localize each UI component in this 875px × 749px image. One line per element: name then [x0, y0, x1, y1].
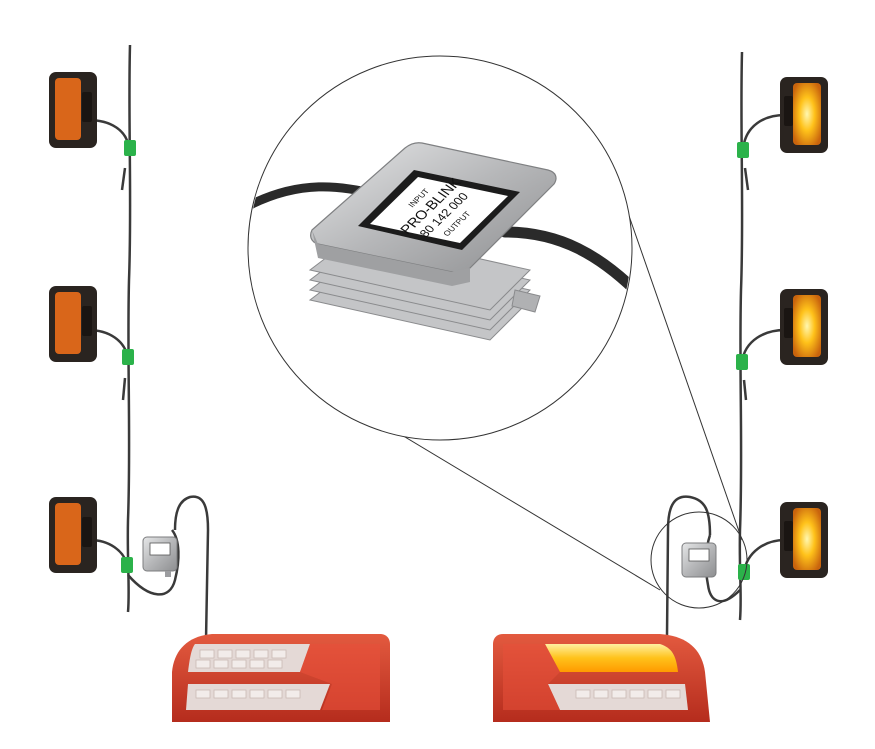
right-connectors [736, 142, 750, 580]
left-rear-combination-lamp [172, 634, 390, 722]
zoom-source-circle [650, 511, 748, 609]
right-marker-lamp-middle [780, 289, 828, 365]
zoom-guide-lines [359, 189, 743, 591]
left-marker-lamp-bottom [49, 497, 97, 573]
right-rear-combination-lamp [493, 634, 710, 722]
left-connectors [121, 140, 136, 573]
right-marker-lamp-top [780, 77, 828, 153]
left-marker-lamp-top [49, 72, 97, 148]
left-marker-lamp-middle [49, 286, 97, 362]
magnified-module-view: INPUT PRO-BLINK 80 142 000 OUTPUT [247, 55, 633, 441]
left-probink-module [142, 536, 178, 577]
right-probink-module [681, 542, 717, 578]
right-marker-lamp-bottom [780, 502, 828, 578]
